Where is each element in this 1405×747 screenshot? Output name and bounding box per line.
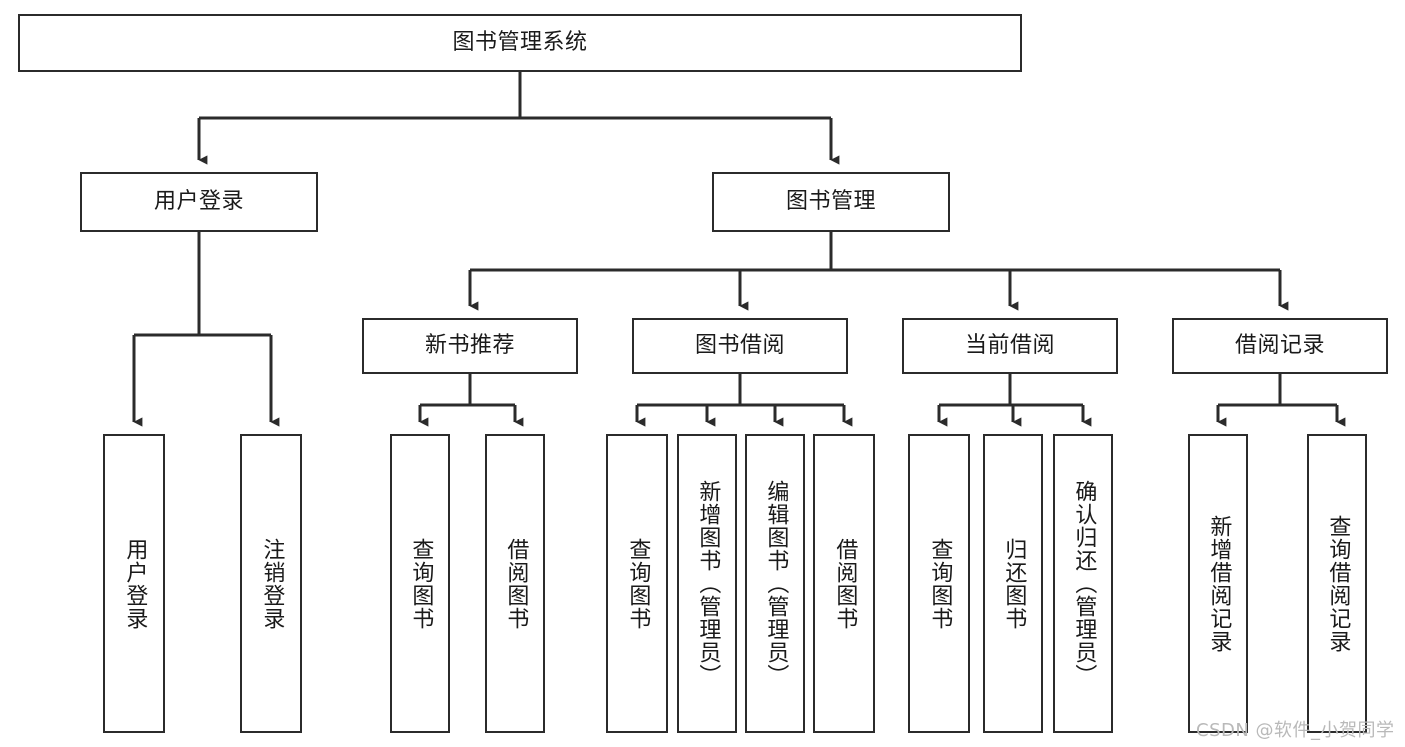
node-borrow-record-label: 借阅记录 [1234, 332, 1325, 358]
node-leaf-add-record[interactable]: 新增借阅记录 [1188, 434, 1248, 733]
csdn-watermark: CSDN @软件_小贺同学 [1196, 720, 1395, 741]
node-leaf-user-logout[interactable]: 注销登录 [240, 434, 302, 733]
node-leaf-edit-book[interactable]: 编辑图书（管理员） [745, 434, 805, 733]
node-leaf-borrow-book-1-label: 借阅图书 [503, 537, 529, 630]
node-user-login[interactable]: 用户登录 [80, 172, 318, 232]
node-leaf-add-record-label: 新增借阅记录 [1206, 514, 1232, 653]
node-new-book-recommend-label: 新书推荐 [424, 332, 515, 358]
node-current-borrow[interactable]: 当前借阅 [902, 318, 1118, 374]
node-leaf-user-login-label: 用户登录 [122, 537, 148, 630]
node-leaf-edit-book-label: 编辑图书（管理员） [763, 480, 789, 687]
node-book-management-label: 图书管理 [785, 188, 876, 214]
node-root-label: 图书管理系统 [452, 29, 588, 55]
node-leaf-add-book-label: 新增图书（管理员） [695, 480, 721, 687]
node-leaf-user-logout-label: 注销登录 [259, 537, 285, 630]
node-leaf-query-record[interactable]: 查询借阅记录 [1307, 434, 1367, 733]
node-leaf-query-book-3[interactable]: 查询图书 [908, 434, 970, 733]
node-borrow-record[interactable]: 借阅记录 [1172, 318, 1388, 374]
node-leaf-return-book-label: 归还图书 [1001, 537, 1027, 630]
node-book-management[interactable]: 图书管理 [712, 172, 950, 232]
node-leaf-query-book-2-label: 查询图书 [625, 537, 651, 630]
node-leaf-borrow-book-2[interactable]: 借阅图书 [813, 434, 875, 733]
node-leaf-query-book-2[interactable]: 查询图书 [606, 434, 668, 733]
node-leaf-return-book[interactable]: 归还图书 [983, 434, 1043, 733]
node-leaf-query-book-1-label: 查询图书 [408, 537, 434, 630]
node-book-borrow-label: 图书借阅 [694, 332, 785, 358]
node-leaf-borrow-book-1[interactable]: 借阅图书 [485, 434, 545, 733]
node-leaf-query-book-3-label: 查询图书 [927, 537, 953, 630]
node-leaf-add-book[interactable]: 新增图书（管理员） [677, 434, 737, 733]
node-leaf-borrow-book-2-label: 借阅图书 [832, 537, 858, 630]
node-leaf-confirm-return-label: 确认归还（管理员） [1071, 480, 1097, 687]
node-current-borrow-label: 当前借阅 [964, 332, 1055, 358]
node-new-book-recommend[interactable]: 新书推荐 [362, 318, 578, 374]
node-leaf-query-book-1[interactable]: 查询图书 [390, 434, 450, 733]
node-book-borrow[interactable]: 图书借阅 [632, 318, 848, 374]
node-leaf-user-login[interactable]: 用户登录 [103, 434, 165, 733]
node-leaf-confirm-return[interactable]: 确认归还（管理员） [1053, 434, 1113, 733]
node-leaf-query-record-label: 查询借阅记录 [1325, 514, 1351, 653]
node-user-login-label: 用户登录 [153, 188, 244, 214]
node-root[interactable]: 图书管理系统 [18, 14, 1022, 72]
